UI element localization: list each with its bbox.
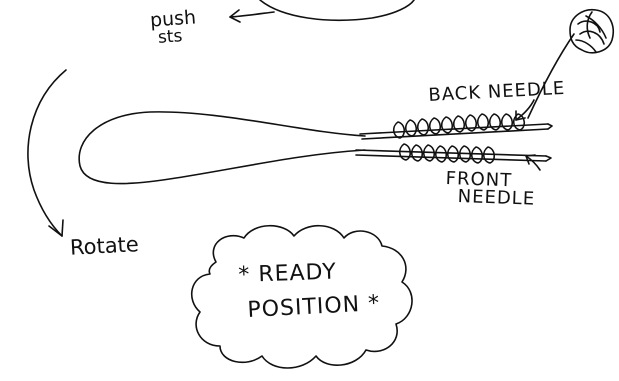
rotate-label: Rotate — [69, 234, 139, 259]
working-yarn — [528, 34, 574, 118]
cable-loop — [79, 112, 365, 184]
rotate-arrow — [28, 70, 66, 236]
push-arrow — [230, 10, 274, 22]
sts-label: sts — [157, 28, 183, 47]
front-needle-label: NEEDLE — [457, 188, 535, 209]
front-needle-arrow — [526, 155, 540, 170]
yarn-ball-icon — [570, 10, 613, 53]
top-arc — [260, 0, 414, 20]
ready-label: * READY — [238, 262, 337, 287]
front-needle — [356, 150, 551, 161]
